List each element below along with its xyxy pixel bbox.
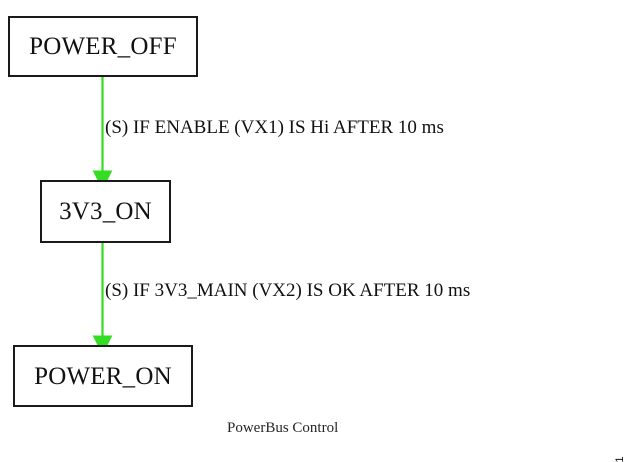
state-node-label: 3V3_ON	[59, 198, 152, 225]
transition-label-power-off-to-3v3-on: (S) IF ENABLE (VX1) IS Hi AFTER 10 ms	[105, 117, 444, 138]
state-node-label: POWER_OFF	[29, 33, 177, 60]
figure-caption: PowerBus Control	[227, 420, 339, 436]
figure-id-text: 07666-001	[614, 456, 626, 462]
state-node-3v3-on[interactable]: 3V3_ON	[40, 180, 171, 243]
figure-id-vertical: 07666-001	[614, 456, 626, 462]
state-node-label: POWER_ON	[34, 362, 172, 390]
state-node-power-on[interactable]: POWER_ON	[13, 345, 193, 407]
state-node-power-off[interactable]: POWER_OFF	[8, 16, 198, 77]
transition-label-3v3-on-to-power-on: (S) IF 3V3_MAIN (VX2) IS OK AFTER 10 ms	[105, 280, 471, 301]
